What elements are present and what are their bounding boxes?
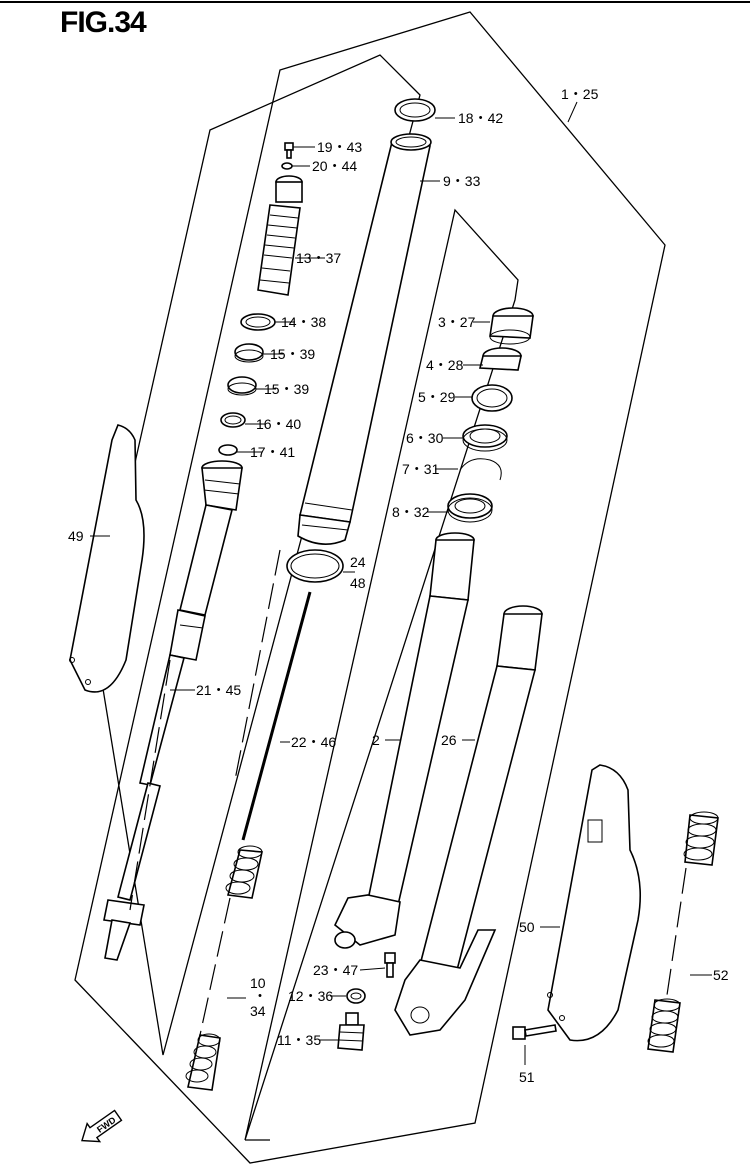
label-11-35: 11・35	[277, 1032, 321, 1048]
ring-15-lower	[227, 376, 257, 396]
washer-12	[346, 988, 366, 1004]
seal-spacer-5	[471, 384, 513, 412]
oil-seal-6	[462, 424, 508, 452]
fork-spring	[185, 845, 263, 1091]
label-15-39-a: 15・39	[270, 346, 315, 362]
label-16-40: 16・40	[256, 416, 301, 432]
left-fork-guard	[69, 424, 145, 693]
ring-17	[218, 444, 238, 456]
assembly-frame	[74, 11, 666, 1164]
label-26: 26	[441, 732, 457, 748]
label-19-43: 19・43	[317, 139, 362, 155]
label-10: 10	[250, 975, 266, 991]
label-34: 34	[250, 1003, 266, 1019]
label-15-39-b: 15・39	[264, 381, 309, 397]
inner-tube-frame	[244, 208, 519, 1141]
small-bolt	[284, 142, 294, 159]
label-18-42: 18・42	[458, 110, 503, 126]
upper-seal-ring	[394, 98, 436, 122]
label-8-32: 8・32	[392, 504, 430, 520]
label-20-44: 20・44	[312, 158, 357, 174]
label-21-45: 21・45	[196, 682, 241, 698]
bleed-screw	[384, 952, 396, 978]
label-4-28: 4・28	[426, 357, 464, 373]
outer-tube	[297, 133, 432, 545]
dust-seal-8	[447, 493, 493, 523]
slide-bushing-3	[489, 307, 534, 345]
label-13-37: 13・37	[296, 250, 341, 266]
label-50: 50	[519, 919, 535, 935]
label-14-38: 14・38	[281, 314, 326, 330]
ring-16	[220, 412, 246, 428]
inner-tube-2	[334, 532, 475, 949]
small-washer	[281, 162, 293, 170]
bottom-bolt	[337, 1012, 365, 1051]
damper-cartridge	[103, 460, 243, 961]
stopper-ring-7	[459, 458, 502, 481]
label-52: 52	[713, 967, 729, 983]
label-5-29: 5・29	[418, 389, 456, 405]
o-ring-24	[286, 549, 344, 583]
label-9-33: 9・33	[443, 173, 481, 189]
label-22-46: 22・46	[291, 734, 336, 750]
damper-valve-assembly	[257, 175, 303, 296]
label-24: 24	[350, 554, 366, 570]
cartridge-frame	[94, 54, 421, 1056]
label-49: 49	[68, 528, 84, 544]
leader-lines	[90, 101, 712, 1065]
guide-bushing-4	[478, 347, 522, 371]
label-1-25: 1・25	[561, 86, 599, 102]
label-6-30: 6・30	[406, 430, 444, 446]
label-12-36: 12・36	[288, 988, 333, 1004]
figure-title: FIG.34	[60, 6, 147, 39]
label-3-27: 3・27	[438, 314, 476, 330]
guard-bolt	[512, 1024, 557, 1040]
inner-tube-26	[394, 605, 543, 1036]
label-7-31: 7・31	[402, 461, 440, 477]
label-23-47: 23・47	[313, 962, 358, 978]
label-10-dot: ・	[253, 988, 267, 1004]
label-51: 51	[519, 1069, 535, 1085]
right-fork-guard	[547, 764, 642, 1042]
label-48: 48	[350, 575, 366, 591]
label-2: 2	[372, 732, 380, 748]
ring-15-upper	[234, 343, 264, 363]
spring-rod	[241, 591, 312, 841]
spring-52	[647, 811, 719, 1053]
fwd-arrow-icon: FWD	[81, 1109, 123, 1143]
label-17-41: 17・41	[250, 444, 295, 460]
